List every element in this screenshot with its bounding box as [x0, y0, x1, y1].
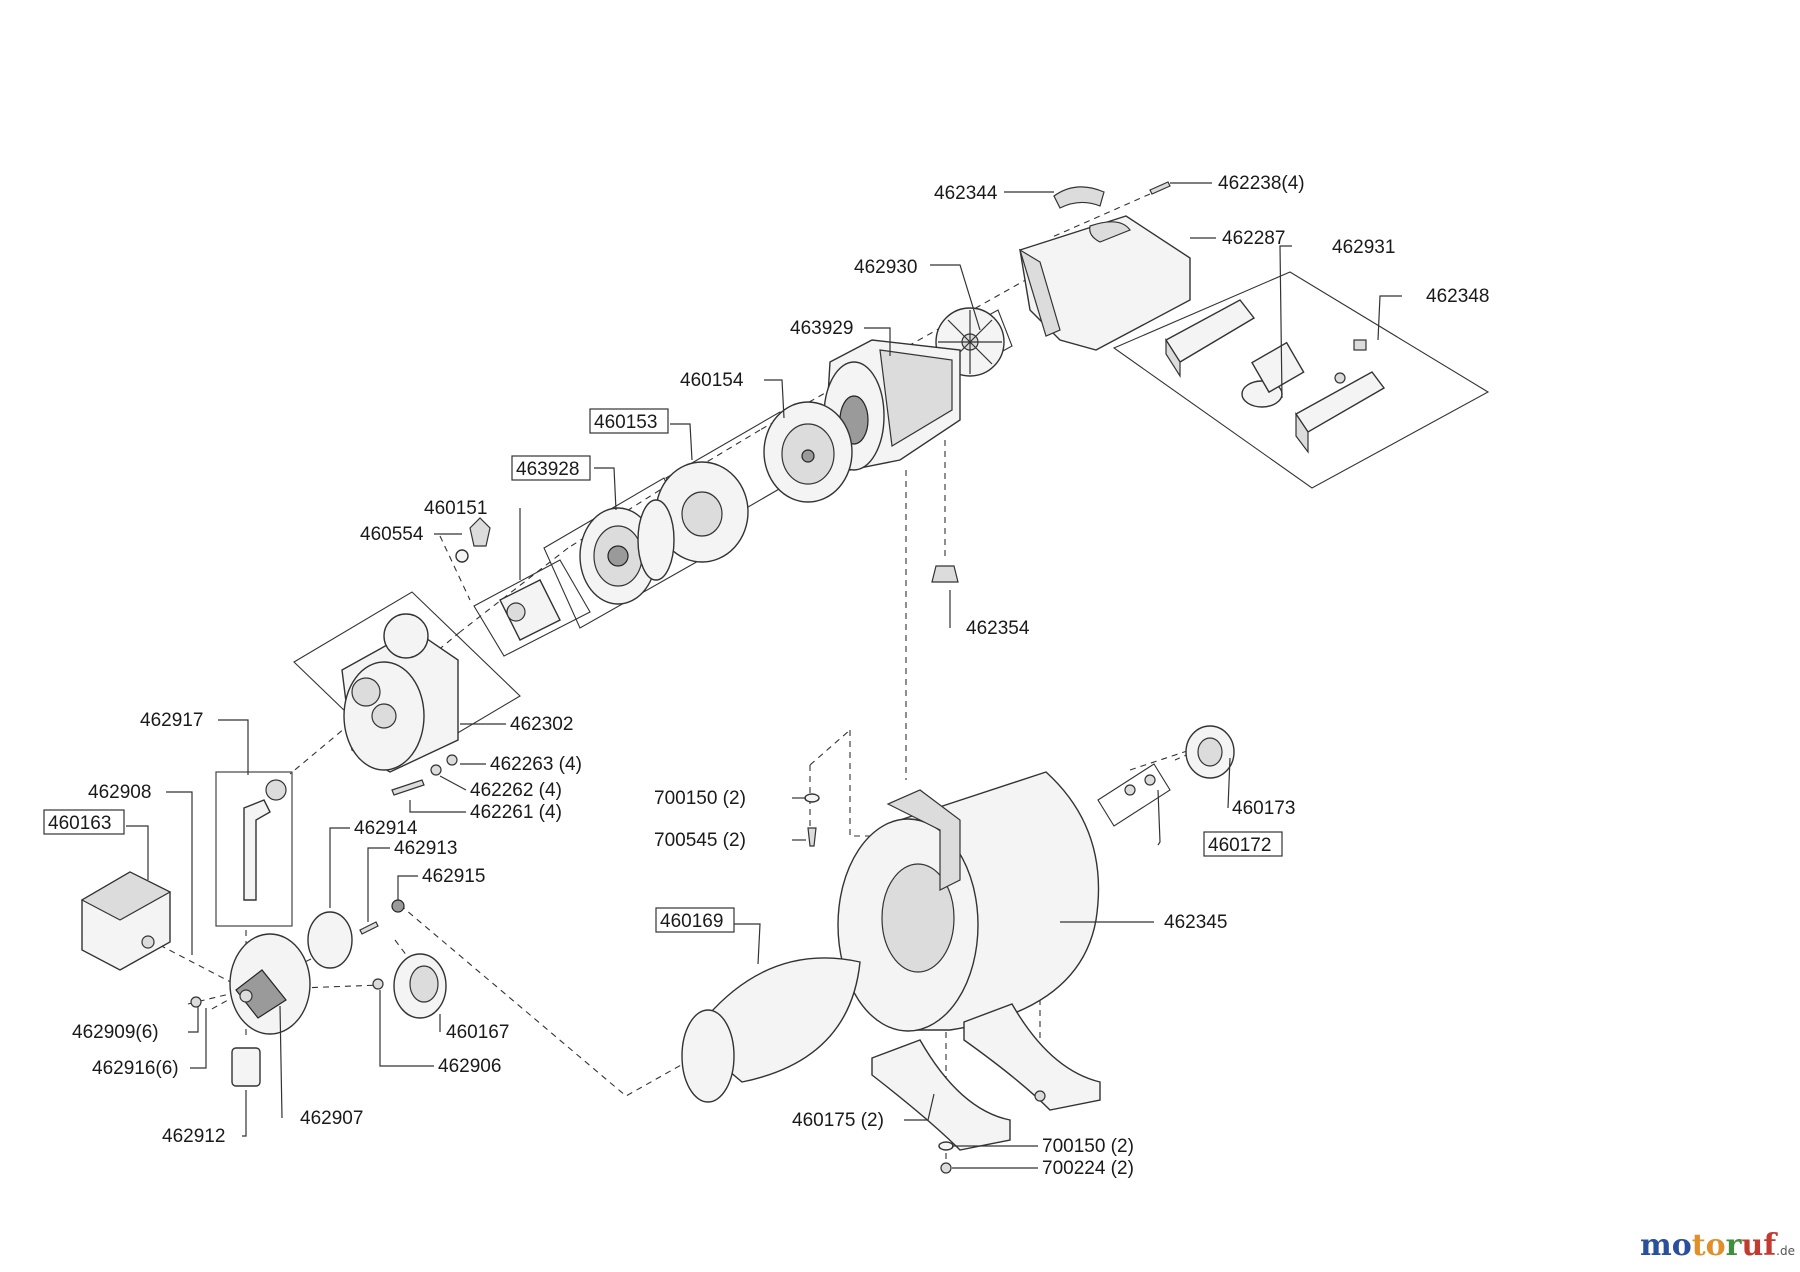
label-460173: 460173 — [1232, 798, 1295, 819]
label-462930: 462930 — [854, 257, 917, 278]
label-462908: 462908 — [88, 782, 151, 803]
label-700150-bottom: 700150 (2) — [1042, 1136, 1134, 1157]
label-460151: 460151 — [424, 498, 487, 519]
part-drawings — [80, 181, 1386, 1174]
label-462913: 462913 — [394, 838, 457, 859]
label-462287: 462287 — [1222, 228, 1285, 249]
label-462914: 462914 — [354, 818, 418, 839]
label-460169: 460169 — [660, 911, 723, 932]
label-462344: 462344 — [934, 183, 998, 204]
label-460175: 460175 (2) — [792, 1110, 884, 1131]
label-462238: 462238(4) — [1218, 173, 1305, 194]
label-462345: 462345 — [1164, 912, 1227, 933]
label-700150-top: 700150 (2) — [654, 788, 746, 809]
label-462915: 462915 — [422, 866, 485, 887]
label-460172: 460172 — [1208, 835, 1271, 856]
label-462907: 462907 — [300, 1108, 363, 1129]
label-462917: 462917 — [140, 710, 203, 731]
label-462916: 462916(6) — [92, 1058, 179, 1079]
label-463928: 463928 — [516, 459, 579, 480]
label-462348: 462348 — [1426, 286, 1489, 307]
label-462906: 462906 — [438, 1056, 501, 1077]
label-462263: 462263 (4) — [490, 754, 582, 775]
label-boxes — [43, 408, 1283, 933]
label-460554: 460554 — [360, 524, 424, 545]
motoruf-logo: motoruf.de — [1640, 1228, 1795, 1263]
label-460154: 460154 — [680, 370, 744, 391]
label-462931: 462931 — [1332, 237, 1395, 258]
label-460153: 460153 — [594, 412, 657, 433]
label-462909: 462909(6) — [72, 1022, 159, 1043]
label-462354: 462354 — [966, 618, 1030, 639]
label-700224: 700224 (2) — [1042, 1158, 1134, 1179]
part-labels: 462344 462238(4) 462287 462931 462930 46… — [48, 173, 1489, 1179]
label-462261: 462261 (4) — [470, 802, 562, 823]
label-462912: 462912 — [162, 1126, 225, 1147]
label-463929: 463929 — [790, 318, 853, 339]
label-460163: 460163 — [48, 813, 111, 834]
label-462262: 462262 (4) — [470, 780, 562, 801]
leader-lines — [126, 182, 1402, 1169]
label-462302: 462302 — [510, 714, 573, 735]
label-460167: 460167 — [446, 1022, 509, 1043]
label-700545: 700545 (2) — [654, 830, 746, 851]
